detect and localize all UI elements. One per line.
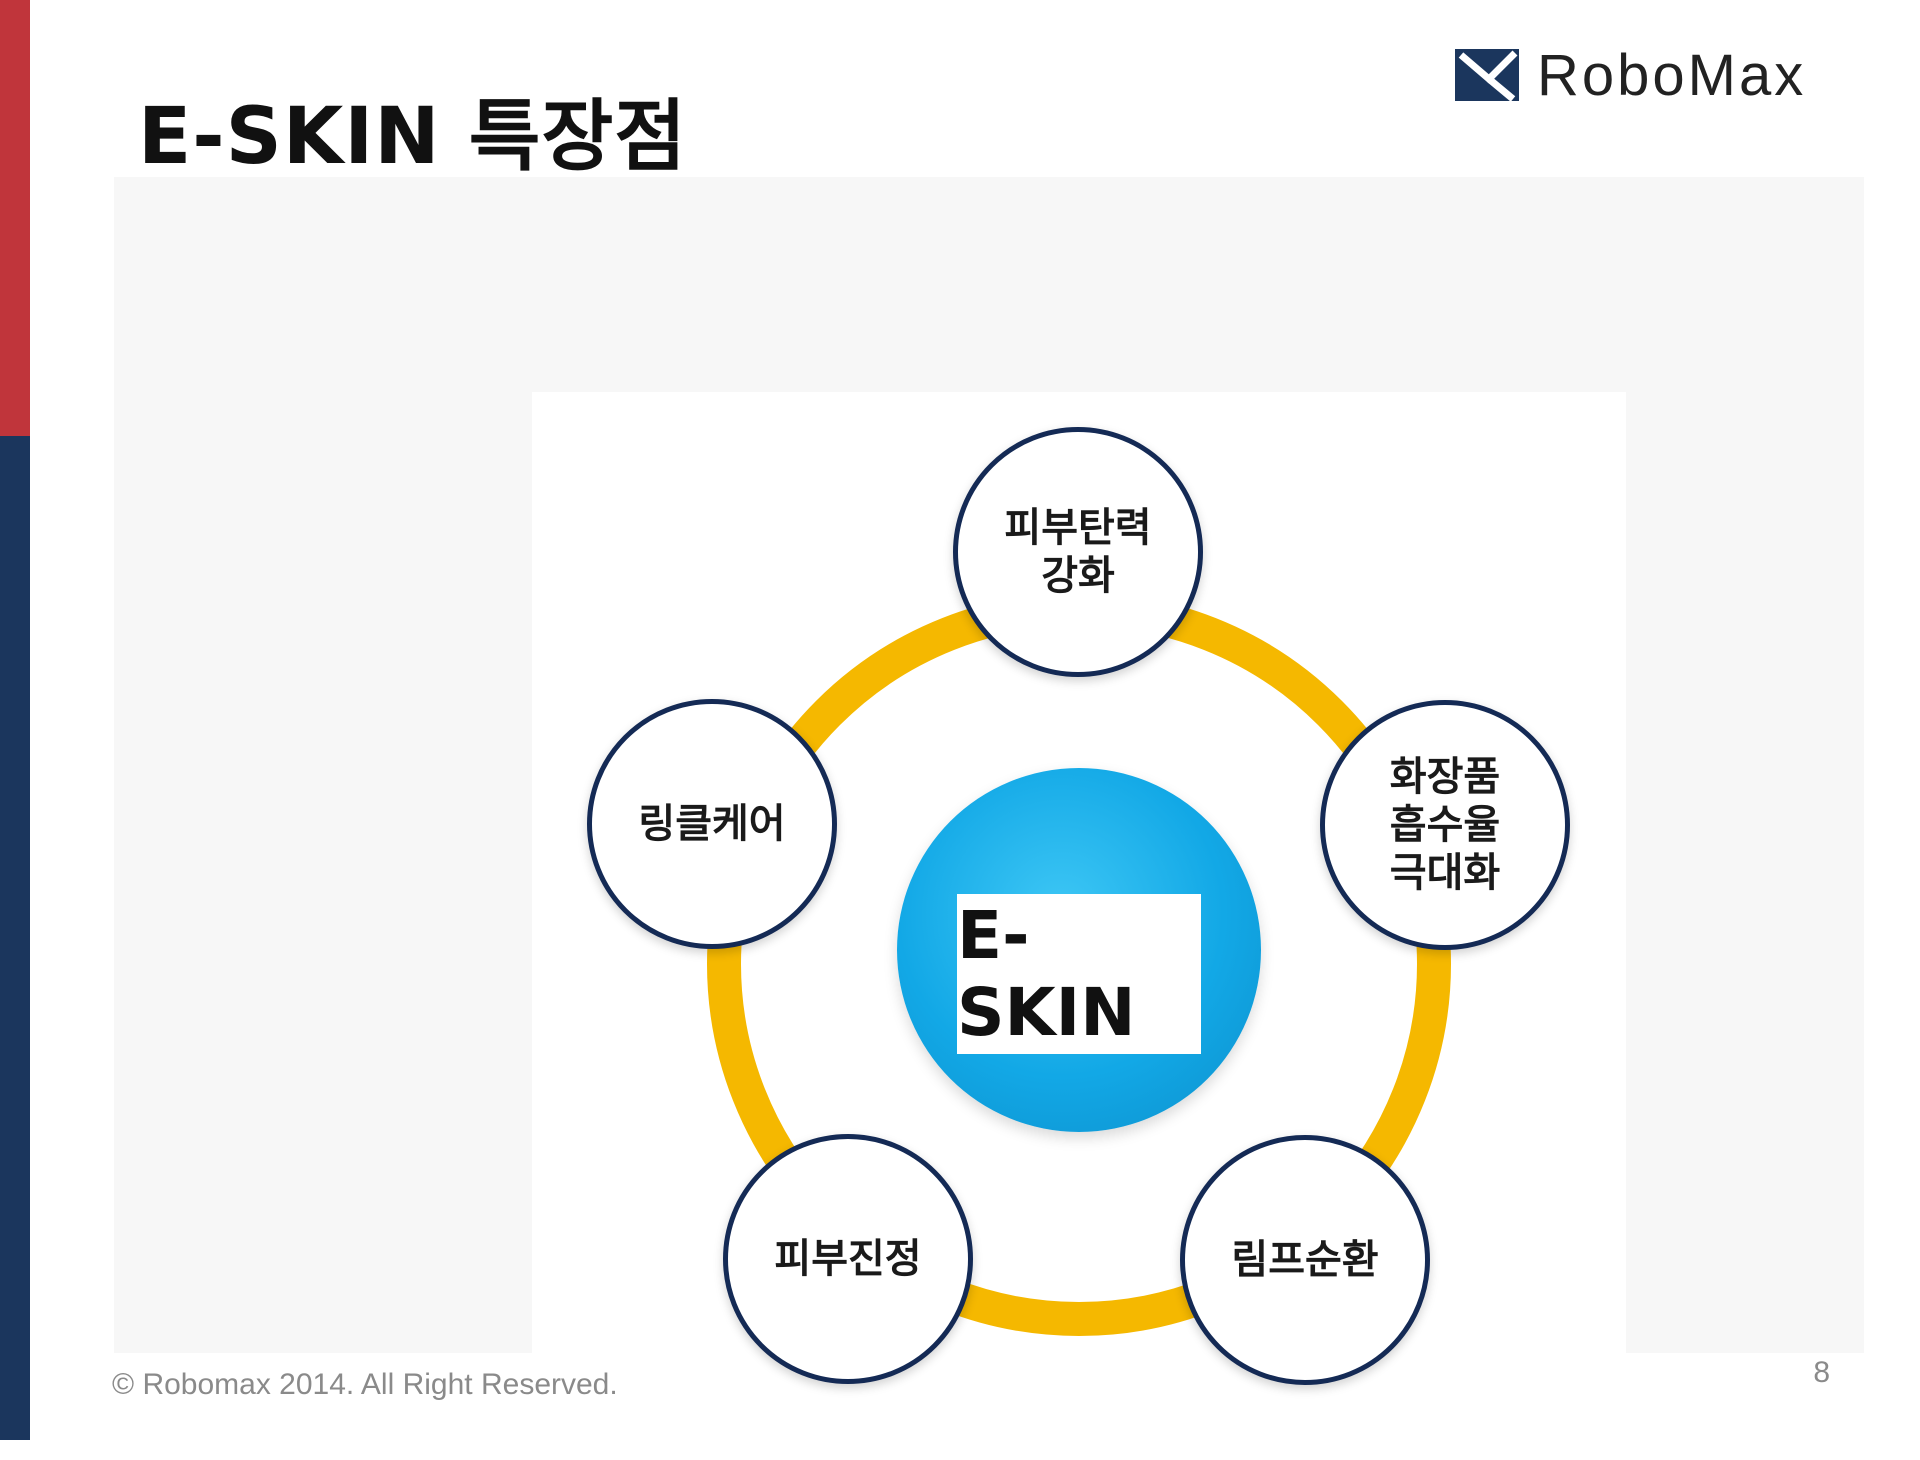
- page-number: 8: [1813, 1356, 1830, 1389]
- node-label: 링클케어: [638, 801, 786, 847]
- diagram-card: E-SKIN 피부탄력 강화 화장품 흡수율 극대화 림프순환 피부진정 링클케…: [532, 392, 1626, 1460]
- slide-title: E-SKIN 특장점: [138, 92, 688, 182]
- footer-copyright: © Robomax 2014. All Right Reserved.: [112, 1368, 618, 1401]
- side-accent-bar-navy: [0, 436, 30, 1440]
- node-label: 피부탄력 강화: [1004, 505, 1152, 599]
- center-label: E-SKIN: [957, 897, 1136, 1051]
- node-label: 화장품 흡수율 극대화: [1389, 754, 1501, 896]
- node-label: 피부진정: [774, 1236, 922, 1282]
- robomax-logo: RoboMax: [1455, 40, 1895, 110]
- node-wrinkle-care: 링클케어: [587, 699, 837, 949]
- node-skin-soothing: 피부진정: [723, 1134, 973, 1384]
- center-label-box: E-SKIN: [957, 894, 1201, 1054]
- node-label: 림프순환: [1231, 1237, 1379, 1283]
- side-accent-bar-red: [0, 0, 30, 436]
- node-cosmetic-absorption: 화장품 흡수율 극대화: [1320, 700, 1570, 950]
- node-lymph-circulation: 림프순환: [1180, 1135, 1430, 1385]
- robomax-logo-icon: [1455, 49, 1519, 102]
- node-skin-elasticity: 피부탄력 강화: [953, 427, 1203, 677]
- logo-wordmark: RoboMax: [1537, 42, 1807, 108]
- content-panel: E-SKIN 피부탄력 강화 화장품 흡수율 극대화 림프순환 피부진정 링클케…: [114, 177, 1864, 1460]
